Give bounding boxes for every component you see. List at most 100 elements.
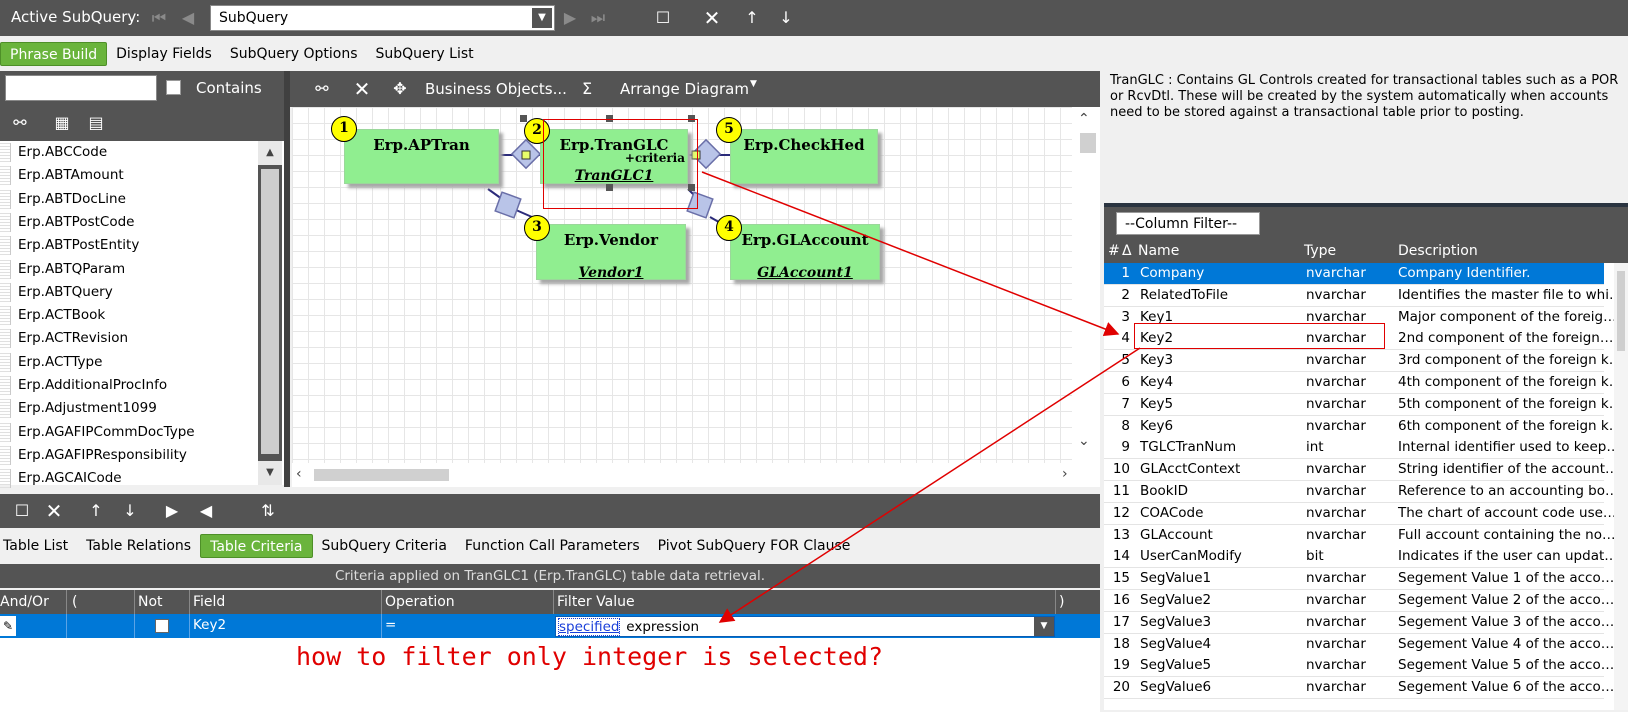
panel-splitter[interactable]: [284, 71, 290, 487]
tab-display-fields[interactable]: Display Fields: [116, 46, 212, 62]
header-type[interactable]: Type: [1304, 243, 1337, 259]
selection-handle[interactable]: [688, 184, 695, 191]
sigma-button[interactable]: Σ: [582, 79, 593, 98]
chevron-down-icon[interactable]: ▼: [532, 8, 552, 28]
tab-table-relations[interactable]: Table Relations: [86, 538, 192, 554]
not-checkbox[interactable]: [155, 619, 169, 633]
header-operation[interactable]: Operation: [385, 594, 455, 610]
new-icon[interactable]: ☐: [655, 8, 671, 27]
header-field[interactable]: Field: [193, 594, 226, 610]
tab-subquery-options[interactable]: SubQuery Options: [229, 46, 358, 62]
header-close-paren[interactable]: ): [1059, 594, 1065, 610]
header-not[interactable]: Not: [138, 594, 163, 610]
scroll-down-icon[interactable]: ⌄: [1078, 433, 1090, 449]
scroll-thumb[interactable]: [1617, 271, 1625, 351]
criteria-row[interactable]: ✎ Key2 = specified expression ▼: [0, 614, 1100, 638]
table-node-vendor[interactable]: Erp.Vendor Vendor1: [536, 224, 686, 281]
move-down-icon[interactable]: ↓: [779, 8, 793, 27]
table-list-item[interactable]: Erp.Adjustment1099: [0, 397, 252, 420]
selection-handle[interactable]: [606, 115, 613, 122]
scroll-thumb[interactable]: [314, 469, 449, 481]
table-list-item[interactable]: Erp.ABTAmount: [0, 164, 252, 187]
header-num[interactable]: #: [1108, 243, 1120, 259]
table-list-item[interactable]: Erp.ABTQParam: [0, 258, 252, 281]
table-list-item[interactable]: Erp.AGAFIPResponsibility: [0, 444, 252, 467]
move-down-icon[interactable]: ↓: [123, 501, 137, 520]
column-filter-input[interactable]: --Column Filter--: [1116, 212, 1260, 235]
first-icon[interactable]: ⏮: [151, 8, 167, 27]
table-list-item[interactable]: Erp.ABTDocLine: [0, 188, 252, 211]
link-icon[interactable]: ⚯: [315, 79, 329, 98]
filter-value-editor[interactable]: specified expression ▼: [555, 616, 1055, 637]
chevron-down-icon[interactable]: ▼: [1034, 617, 1054, 636]
scroll-up-icon[interactable]: ⌃: [1078, 111, 1090, 127]
table-list-item[interactable]: Erp.ABCCode: [0, 141, 252, 164]
header-open-paren[interactable]: (: [72, 594, 78, 610]
calculator-icon[interactable]: ▦: [54, 113, 70, 132]
new-icon[interactable]: ☐: [14, 501, 30, 520]
contains-checkbox[interactable]: [166, 80, 181, 95]
scroll-left-icon[interactable]: ‹: [296, 466, 302, 482]
scroll-thumb[interactable]: [1080, 133, 1096, 153]
header-description[interactable]: Description: [1398, 243, 1478, 259]
selection-handle[interactable]: [606, 184, 613, 191]
business-objects-icon[interactable]: ✥: [393, 79, 407, 98]
criteria-operation[interactable]: =: [385, 617, 397, 633]
subquery-select[interactable]: SubQuery ▼: [210, 5, 555, 31]
table-list-item[interactable]: Erp.ABTPostCode: [0, 211, 252, 234]
table-list-item[interactable]: Erp.ACTType: [0, 351, 252, 374]
selection-handle[interactable]: [688, 115, 695, 122]
criteria-field[interactable]: Key2: [193, 617, 227, 633]
table-node-tranglc[interactable]: Erp.TranGLC +criteria TranGLC1: [540, 129, 688, 184]
delete-icon[interactable]: ✕: [353, 77, 371, 101]
delete-icon[interactable]: ✕: [703, 6, 721, 30]
table-list-item[interactable]: Erp.ACTRevision: [0, 327, 252, 350]
move-up-icon[interactable]: ↑: [89, 501, 103, 520]
table-list-item[interactable]: Erp.ABTPostEntity: [0, 234, 252, 257]
table-list-item[interactable]: Erp.AGCAICode: [0, 467, 252, 490]
tab-pivot-subquery[interactable]: Pivot SubQuery FOR Clause: [657, 538, 851, 554]
tab-subquery-list[interactable]: SubQuery List: [375, 46, 474, 62]
sort-icon[interactable]: Δ: [1122, 243, 1132, 259]
indent-right-icon[interactable]: ▶: [165, 501, 179, 520]
diagram-hscrollbar[interactable]: ‹ ›: [292, 463, 1100, 487]
header-and-or[interactable]: And/Or: [0, 594, 49, 610]
next-icon[interactable]: ▶: [563, 8, 577, 27]
arrange-diagram-button[interactable]: Arrange Diagram: [620, 80, 749, 98]
table-list-item[interactable]: Erp.AGAFIPCommDocType: [0, 421, 252, 444]
table-list-item[interactable]: Erp.AdditionalProcInfo: [0, 374, 252, 397]
business-objects-button[interactable]: Business Objects...: [425, 80, 567, 98]
table-node-checkhed[interactable]: Erp.CheckHed: [730, 129, 878, 184]
tab-subquery-criteria[interactable]: SubQuery Criteria: [321, 538, 447, 554]
link-icon[interactable]: ⚯: [13, 113, 27, 132]
header-name[interactable]: Name: [1138, 243, 1180, 259]
header-filter-value[interactable]: Filter Value: [557, 594, 635, 610]
scroll-thumb[interactable]: [261, 169, 279, 454]
selection-handle[interactable]: [520, 115, 527, 122]
specified-link[interactable]: specified: [558, 618, 621, 636]
tab-phrase-build[interactable]: Phrase Build: [0, 42, 108, 66]
indent-left-icon[interactable]: ◀: [199, 501, 213, 520]
table-list-scrollbar[interactable]: ▲ ▼: [258, 141, 282, 485]
table-list-item[interactable]: Erp.ACTBook: [0, 304, 252, 327]
table-node-aptran[interactable]: Erp.APTran: [344, 129, 499, 184]
tab-function-call-parameters[interactable]: Function Call Parameters: [464, 538, 640, 554]
